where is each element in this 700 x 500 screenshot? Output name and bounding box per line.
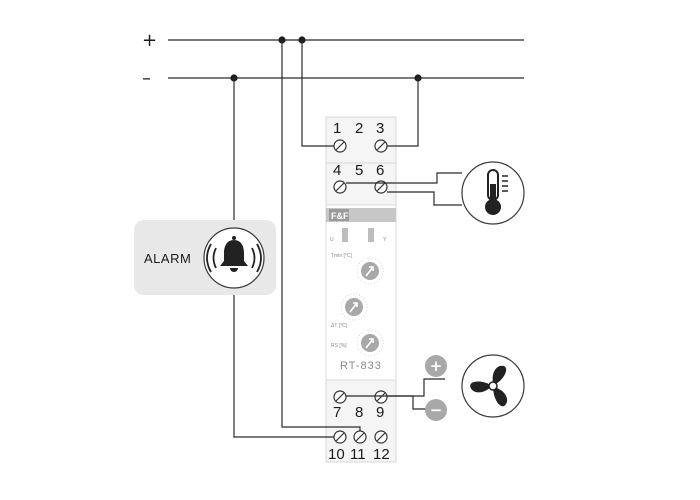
wire-t7-to-fan-plus — [346, 378, 445, 397]
led-relay-label: Y — [383, 237, 387, 243]
wire-t4-to-sensor — [346, 172, 462, 184]
wire-minus-to-t3 — [387, 78, 419, 147]
terminal-8-label: 8 — [355, 404, 363, 421]
screw-terminal-6 — [374, 180, 388, 194]
terminal-3-label: 3 — [376, 120, 384, 137]
led-u — [342, 228, 348, 242]
wire-t6-to-sensor — [387, 191, 462, 206]
wire-plus-to-t11 — [281, 40, 361, 431]
screw-terminal-9 — [374, 390, 388, 404]
wire-alarm-to-t10 — [233, 292, 334, 438]
knob-tmin[interactable] — [356, 257, 384, 285]
terminal-2-label: 2 — [355, 120, 363, 137]
screw-terminal-4 — [333, 180, 347, 194]
led-relay — [368, 228, 374, 242]
minus-rail-label: – — [142, 68, 151, 89]
bell-icon — [203, 227, 265, 289]
device-front-panel — [325, 204, 397, 381]
minus-icon: − — [425, 399, 447, 421]
screw-terminals — [333, 139, 388, 444]
led-u-label: U — [330, 237, 334, 243]
terminal-10-label: 10 — [328, 446, 345, 463]
terminal-4-label: 4 — [333, 162, 341, 179]
thermometer-icon — [461, 161, 525, 225]
knob1-label: Tmin [°C] — [331, 253, 352, 259]
knob3-label: RS [%] — [331, 343, 347, 349]
terminal-1-label: 1 — [333, 120, 341, 137]
fan-plus-label: + — [430, 357, 443, 375]
alarm-unit: ALARM — [134, 220, 276, 295]
knob-rs[interactable] — [356, 329, 384, 357]
fan-minus-label: − — [430, 401, 443, 419]
terminal-7-label: 7 — [333, 404, 341, 421]
terminal-5-label: 5 — [355, 162, 363, 179]
terminal-9-label: 9 — [376, 404, 384, 421]
device-logo: F&F — [331, 211, 349, 221]
fan-icon — [461, 354, 525, 418]
wire-plus-to-t1 — [301, 40, 334, 147]
alarm-label: ALARM — [144, 251, 191, 266]
logo-badge — [329, 209, 349, 221]
screw-terminal-12 — [374, 430, 388, 444]
plus-icon: + — [425, 355, 447, 377]
plus-rail-label: + — [142, 30, 157, 51]
device-model: RT-833 — [340, 360, 382, 372]
knob2-label: ΔT [°C] — [331, 323, 348, 329]
screw-terminal-11 — [353, 430, 367, 444]
screw-terminal-10 — [333, 430, 347, 444]
screw-terminal-1 — [333, 139, 347, 153]
knob-delta-t[interactable] — [340, 293, 368, 321]
terminal-12-label: 12 — [373, 446, 390, 463]
terminal-11-label: 11 — [350, 446, 366, 463]
relay-device: F&F U Y Tmin [°C] ΔT [°C] RS [%] RT-833 — [325, 116, 397, 463]
screw-terminal-7 — [333, 390, 347, 404]
terminal-6-label: 6 — [376, 162, 384, 179]
screw-terminal-3 — [374, 139, 388, 153]
